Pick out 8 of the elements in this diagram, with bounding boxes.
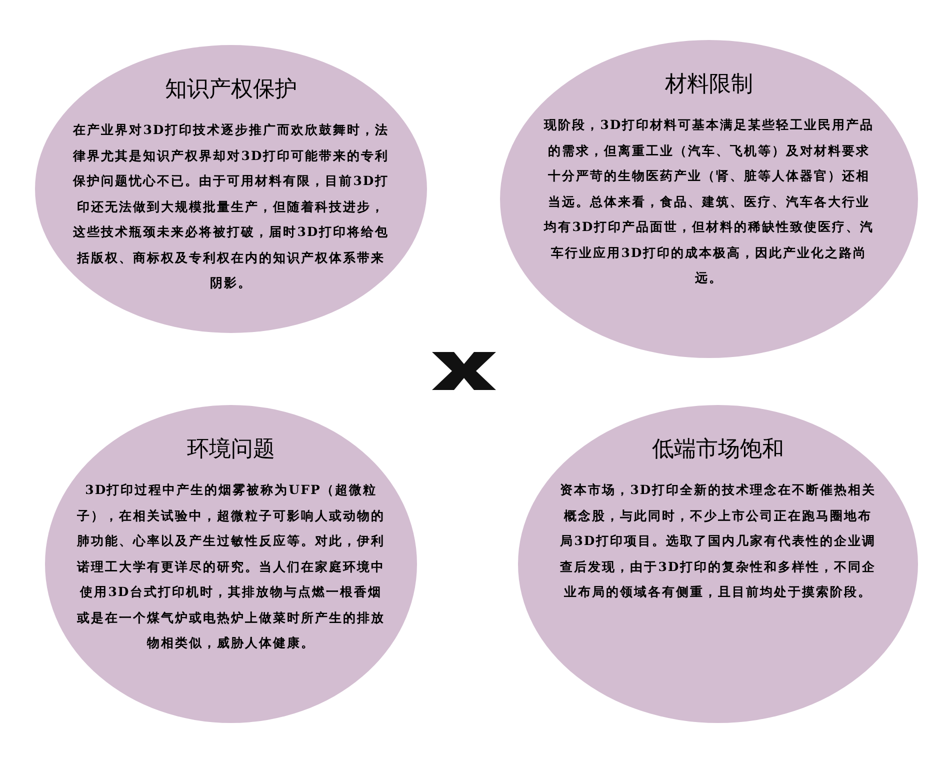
topic-body: 3D打印过程中产生的烟雾被称为UFP（超微粒子），在相关试验中，超微粒子可影响人或动物的肺功能、心率以及产生过敏性反应等。对此，伊利诺理工大学有更详尽的研究。当人们在家庭环境中使用3D台式打印机时，其排放物与点燃一根香烟或是在一个煤气炉或电热炉上做菜时所产生的排放物相类似，威胁人体健康。 <box>76 481 386 652</box>
topic-body: 在产业界对3D打印技术逐步推广而欢欣鼓舞时，法律界尤其是知识产权界却对3D打印可能带来的专利保护问题忧心不已。由于可用材料有限，目前3D打印还无法做到大规模批量生产，但随着科技进步，这些技术瓶颈未来必将被打破，届时3D打印将给包括版权、商标权及专利权在内的知识产权体系带来阴影。 <box>72 121 390 292</box>
topic-body: 资本市场，3D打印全新的技术理念在不断催热相关概念股，与此同时，不少上市公司正在跑马圈地布局3D打印项目。选取了国内几家有代表性的企业调查后发现，由于3D打印的复杂性和多样性，不同企业布局的领域各有侧重，且目前均处于摸索阶段。 <box>558 481 877 601</box>
topic-title: 材料限制 <box>665 71 753 99</box>
topic-title: 低端市场饱和 <box>652 436 784 464</box>
topic-body: 现阶段，3D打印材料可基本满足某些轻工业民用产品的需求，但离重工业（汽车、飞机等）及对材料要求十分严苛的生物医药产业（肾、脏等人体器官）还相当远。总体来看，食品、建筑、医疗、汽车各大行业均有3D打印产品面世，但材料的稀缺性致使医疗、汽车行业应用3D打印的成本极高，因此产业化之路尚远。 <box>544 116 874 287</box>
topic-title: 环境问题 <box>187 436 275 464</box>
topic-title: 知识产权保护 <box>165 76 297 104</box>
